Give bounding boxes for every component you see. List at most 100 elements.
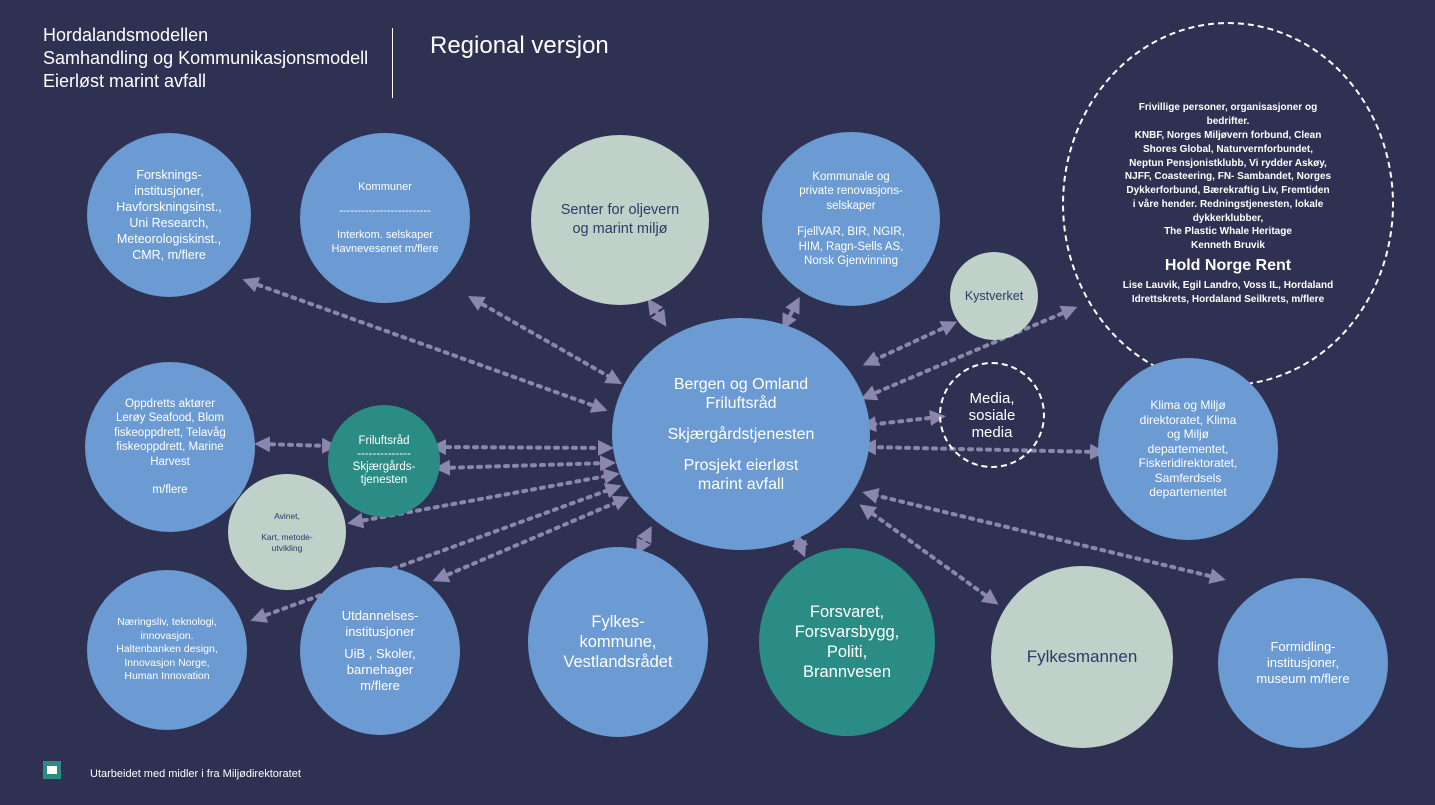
center-line: Skjærgårdstjenesten bbox=[667, 425, 815, 443]
forsvaret-line: Politi, bbox=[826, 643, 868, 661]
forskning-line: CMR, m/flere bbox=[132, 248, 206, 262]
node-avinet: Avinet, Kart, metode- utvikling bbox=[228, 474, 346, 590]
node-renovasjon: Kommunale og private renovasjons- selska… bbox=[762, 132, 940, 306]
arrow-utdanning bbox=[432, 495, 630, 583]
frivillige-line: Shores Global, Naturvernforbundet, bbox=[1142, 143, 1314, 155]
renovasjon-line: Norsk Gjenvinning bbox=[804, 255, 898, 267]
node-oppdrett: Oppdretts aktører Lerøy Seafood, Blom fi… bbox=[85, 362, 255, 532]
frivillige-line: The Plastic Whale Heritage bbox=[1164, 226, 1292, 238]
renovasjon-line: private renovasjons- bbox=[799, 185, 903, 197]
naringsliv-line: innovasjon. bbox=[140, 629, 194, 642]
node-senter-oljevern: Senter for oljevern og marint miljø bbox=[531, 135, 709, 305]
kommuner-line: ------------------------- bbox=[339, 205, 431, 217]
footer-credit: Utarbeidet med midler i fra Miljødirekto… bbox=[90, 768, 301, 780]
renovasjon-line: Kommunale og bbox=[812, 170, 890, 183]
friluftsrad-line: tjenesten bbox=[360, 474, 408, 486]
renovasjon-line: FjellVAR, BIR, NGIR, bbox=[797, 226, 905, 238]
fylkeskommune-line: Fylkes- bbox=[591, 613, 645, 631]
node-kystverket: Kystverket bbox=[950, 252, 1038, 340]
node-formidling: Formidling- institusjoner, museum m/fler… bbox=[1218, 578, 1388, 748]
center-line: marint avfall bbox=[697, 475, 785, 493]
utdanning-line: UiB , Skoler, bbox=[344, 646, 416, 661]
klima-line: departementet, bbox=[1147, 441, 1229, 456]
naringsliv-line: Human Innovation bbox=[124, 670, 210, 683]
formidling-line: Formidling- bbox=[1270, 639, 1336, 654]
klima-line: og Miljø bbox=[1166, 427, 1209, 442]
utdanning-line: institusjoner bbox=[345, 624, 415, 639]
oppdrett-line: fiskeoppdrett, Telavåg bbox=[114, 426, 226, 439]
header-block: Hordalandsmodellen Samhandling og Kommun… bbox=[43, 24, 368, 93]
avinet-line: Kart, metode- bbox=[261, 531, 313, 542]
header-line-2: Samhandling og Kommunikasjonsmodell bbox=[43, 48, 369, 68]
frivillige-line: KNBF, Norges Miljøvern forbund, Clean bbox=[1134, 129, 1322, 141]
avinet-line: utvikling bbox=[271, 542, 303, 553]
utdanning-line: barnehager bbox=[346, 662, 414, 677]
node-forsvaret: Forsvaret, Forsvarsbygg, Politi, Brannve… bbox=[759, 548, 935, 736]
friluftsrad-line: -------------- bbox=[357, 448, 411, 460]
formidling-line: museum m/flere bbox=[1256, 671, 1350, 686]
utdanning-line: Utdannelses- bbox=[341, 608, 419, 623]
frivillige-line: dykkerklubber, bbox=[1192, 212, 1264, 224]
arrow-formidling bbox=[862, 488, 1226, 584]
klima-line: direktoratet, Klima bbox=[1139, 412, 1237, 427]
klima-line: departementet bbox=[1149, 485, 1227, 500]
fylkeskommune-line: Vestlandsrådet bbox=[563, 653, 673, 671]
node-center: Bergen og Omland Friluftsråd Skjærgårdst… bbox=[612, 318, 870, 550]
forskning-line: Havforskningsinst., bbox=[116, 200, 222, 214]
frivillige-line: Kenneth Bruvik bbox=[1191, 240, 1265, 252]
naringsliv-line: Haltenbanken design, bbox=[116, 643, 218, 656]
oppdrett-line: fiskeoppdrett, Marine bbox=[116, 441, 224, 453]
header-line-1: Hordalandsmodellen bbox=[43, 25, 209, 45]
node-fylkesmannen: Fylkesmannen bbox=[991, 566, 1173, 748]
forskning-line: Uni Research, bbox=[129, 216, 209, 230]
senter-line: Senter for oljevern bbox=[560, 202, 680, 218]
node-frivillige: Frivillige personer, organisasjoner og b… bbox=[1062, 22, 1394, 386]
arrow-friluftsrad-2 bbox=[434, 455, 616, 476]
node-utdanning: Utdannelses- institusjoner UiB , Skoler,… bbox=[300, 567, 460, 735]
arrow-friluftsrad bbox=[430, 439, 614, 456]
arrow-forskning bbox=[242, 277, 608, 413]
utdanning-line: m/flere bbox=[360, 678, 400, 693]
media-line: Media, bbox=[969, 389, 1015, 407]
node-fylkeskommune: Fylkes- kommune, Vestlandsrådet bbox=[528, 547, 708, 737]
node-klima: Klima og Miljø direktoratet, Klima og Mi… bbox=[1098, 358, 1278, 540]
arrow-frivillige bbox=[860, 305, 1078, 401]
klima-line: Fiskeridirektoratet, bbox=[1138, 456, 1238, 471]
forsvaret-line: Forsvarsbygg, bbox=[794, 623, 900, 641]
oppdrett-line: Oppdretts aktører bbox=[124, 397, 216, 410]
renovasjon-line: selskaper bbox=[826, 199, 876, 212]
renovasjon-line: HIM, Ragn-Sells AS, bbox=[798, 240, 904, 253]
frivillige-line: Neptun Pensjonistklubb, Vi rydder Askøy, bbox=[1129, 157, 1327, 169]
node-media: Media, sosiale media bbox=[939, 362, 1045, 468]
frivillige-line: Idrettskrets, Hordaland Seilkrets, m/fle… bbox=[1131, 293, 1325, 305]
arrow-kommuner bbox=[468, 296, 622, 384]
kommuner-line: Kommuner bbox=[358, 181, 412, 193]
avinet-line: Avinet, bbox=[274, 510, 300, 521]
forsvaret-line: Forsvaret, bbox=[809, 603, 885, 621]
arrow-fylkeskommune bbox=[636, 525, 652, 556]
frivillige-line: Frivillige personer, organisasjoner og bbox=[1138, 102, 1318, 114]
frivillige-line: Lise Lauvik, Egil Landro, Voss IL, Horda… bbox=[1122, 280, 1334, 292]
center-line: Friluftsråd bbox=[705, 394, 777, 412]
naringsliv-line: Næringsliv, teknologi, bbox=[117, 616, 217, 629]
forskning-line: Meteorologiskinst., bbox=[116, 232, 222, 246]
kystverket-label: Kystverket bbox=[964, 289, 1024, 303]
arrow-oppdrett bbox=[254, 436, 338, 454]
frivillige-line: NJFF, Coasteering, FN- Sambandet, Norges bbox=[1124, 171, 1332, 183]
header-divider bbox=[392, 28, 393, 98]
arrow-kystverket bbox=[862, 321, 958, 366]
header-line-3: Eierløst marint avfall bbox=[43, 71, 207, 91]
hold-norge-rent-heading: Hold Norge Rent bbox=[1164, 257, 1292, 275]
arrow-senter bbox=[647, 298, 667, 327]
node-forskning: Forsknings- institusjoner, Havforsknings… bbox=[87, 133, 251, 297]
fylkesmannen-label: Fylkesmannen bbox=[1026, 647, 1138, 666]
arrow-forsvaret bbox=[791, 532, 809, 558]
fylkeskommune-line: kommune, bbox=[579, 633, 657, 651]
media-line: sosiale bbox=[968, 406, 1016, 424]
forskning-line: institusjoner, bbox=[134, 184, 204, 198]
formidling-line: institusjoner, bbox=[1266, 655, 1340, 670]
klima-line: Klima og Miljø bbox=[1150, 398, 1226, 413]
kommuner-line: Havnevesenet m/flere bbox=[331, 243, 439, 255]
book-icon bbox=[43, 761, 61, 779]
